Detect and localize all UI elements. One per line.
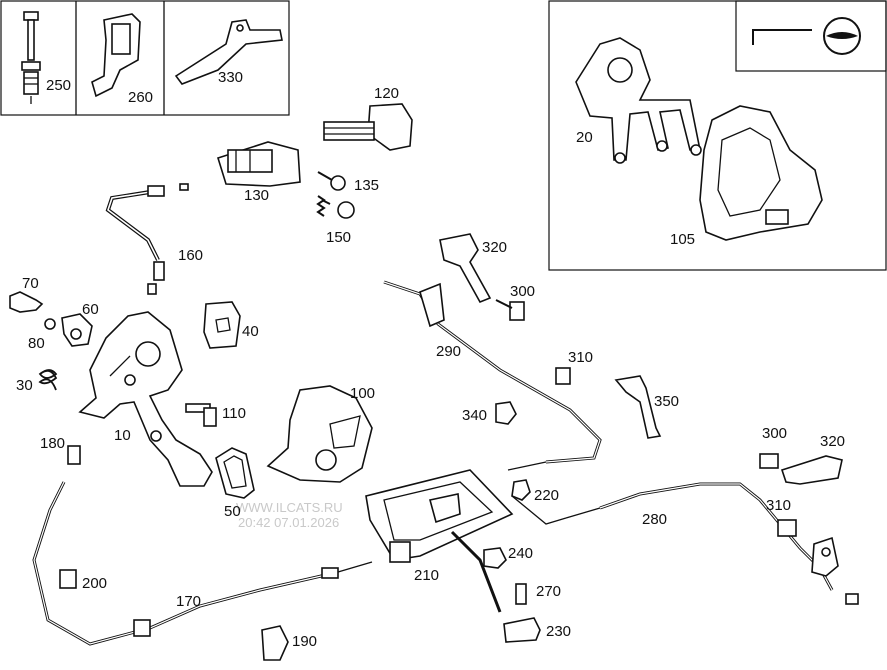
part-280-cable xyxy=(565,482,859,605)
part-310-bushing-upper xyxy=(555,367,571,385)
part-320-bracket-lower xyxy=(780,455,843,485)
part-160-rod xyxy=(105,183,189,295)
part-40-damper xyxy=(203,301,241,349)
label-110: 110 xyxy=(222,405,246,422)
label-310-upper: 310 xyxy=(568,349,593,366)
label-260: 260 xyxy=(128,89,153,106)
part-300-bolt-lower xyxy=(759,453,779,469)
label-210: 210 xyxy=(414,567,439,584)
label-300-upper: 300 xyxy=(510,283,535,300)
part-320-bracket-upper xyxy=(439,233,492,304)
label-170: 170 xyxy=(176,593,201,610)
part-340-nut xyxy=(495,401,517,425)
part-300-bolt-upper xyxy=(495,299,525,321)
part-150-spring xyxy=(316,195,355,219)
label-130: 130 xyxy=(244,187,269,204)
part-270-bolt xyxy=(515,583,527,605)
label-60: 60 xyxy=(82,301,99,318)
label-320-upper: 320 xyxy=(482,239,507,256)
part-30-spring xyxy=(38,369,58,391)
part-120-switch xyxy=(323,103,413,151)
part-220-nut xyxy=(511,479,531,501)
part-200-clip xyxy=(59,569,77,589)
label-200: 200 xyxy=(82,575,107,592)
label-135: 135 xyxy=(354,177,379,194)
inset-frame-top-left xyxy=(0,0,290,116)
part-230-bracket xyxy=(450,530,541,643)
label-150: 150 xyxy=(326,229,351,246)
steering-indicator-frame xyxy=(735,0,887,72)
label-160: 160 xyxy=(178,247,203,264)
label-80: 80 xyxy=(28,335,45,352)
label-340: 340 xyxy=(462,407,487,424)
label-190: 190 xyxy=(292,633,317,650)
watermark-timestamp: 20:42 07.01.2026 xyxy=(238,515,339,530)
label-70: 70 xyxy=(22,275,39,292)
inset-frame-top-right xyxy=(548,0,887,271)
part-135-screw xyxy=(317,171,346,191)
part-250-bolt xyxy=(21,11,41,104)
part-290-cable xyxy=(383,280,602,471)
part-330-bracket xyxy=(174,19,283,85)
part-110-bolt xyxy=(185,403,217,427)
label-280: 280 xyxy=(642,511,667,528)
part-50-pad xyxy=(215,447,255,499)
label-105: 105 xyxy=(670,231,695,248)
watermark-site: WWW.ILCATS.RU xyxy=(236,500,343,515)
part-70-clip xyxy=(9,291,44,313)
label-20: 20 xyxy=(576,129,593,146)
part-100-cover xyxy=(266,385,373,483)
label-120: 120 xyxy=(374,85,399,102)
part-170-cable xyxy=(32,481,373,646)
part-80-washer xyxy=(44,318,56,330)
label-230: 230 xyxy=(546,623,571,640)
label-320-lower: 320 xyxy=(820,433,845,450)
label-10: 10 xyxy=(114,427,131,444)
part-310-bushing-lower xyxy=(777,519,797,537)
label-310-lower: 310 xyxy=(766,497,791,514)
part-260-bracket xyxy=(91,13,141,98)
label-180: 180 xyxy=(40,435,65,452)
part-190-clip xyxy=(261,625,289,661)
part-130-switch xyxy=(217,141,301,187)
label-250: 250 xyxy=(46,77,71,94)
part-210-lever-housing xyxy=(365,469,514,563)
label-350: 350 xyxy=(654,393,679,410)
label-330: 330 xyxy=(218,69,243,86)
part-105-housing xyxy=(699,105,823,241)
leader-line xyxy=(511,495,567,525)
label-50: 50 xyxy=(224,503,241,520)
label-240: 240 xyxy=(508,545,533,562)
label-300-lower: 300 xyxy=(762,425,787,442)
label-270: 270 xyxy=(536,583,561,600)
part-20-pedal-bracket xyxy=(575,37,702,164)
part-240-nut xyxy=(483,547,507,569)
part-350-bracket xyxy=(614,375,662,439)
part-10-pedal-assembly xyxy=(78,311,213,487)
label-30: 30 xyxy=(16,377,33,394)
label-40: 40 xyxy=(242,323,259,340)
part-180-bushing xyxy=(67,445,81,465)
steering-wheel-icon xyxy=(752,17,861,55)
label-100: 100 xyxy=(350,385,375,402)
part-60-bushing xyxy=(61,313,93,347)
label-220: 220 xyxy=(534,487,559,504)
label-290: 290 xyxy=(436,343,461,360)
